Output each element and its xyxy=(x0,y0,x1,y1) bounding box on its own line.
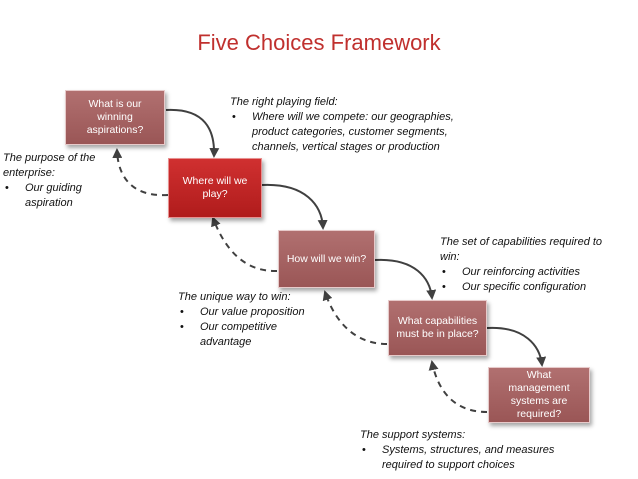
page-title: Five Choices Framework xyxy=(197,30,441,55)
note-bullet: Where will we compete: our geographies, … xyxy=(230,110,470,155)
note-bullet: Our value proposition xyxy=(178,305,348,320)
forward-arrow-4 xyxy=(486,326,547,367)
note-heading: The purpose of the enterprise: xyxy=(3,152,96,179)
note-playing-field: The right playing field: Where will we c… xyxy=(230,95,470,155)
feedback-arrow-1 xyxy=(112,148,169,197)
forward-arrow-3 xyxy=(374,258,437,300)
box-label: What is our winning aspirations? xyxy=(86,98,144,136)
note-capabilities: The set of capabilities required to win:… xyxy=(440,235,610,295)
note-heading: The support systems: xyxy=(360,429,466,441)
note-heading: The set of capabilities required to win: xyxy=(440,236,603,263)
box-management-systems: What management systems are required? xyxy=(488,367,590,423)
note-purpose: The purpose of the enterprise: Our guidi… xyxy=(3,151,108,211)
box-label: How will we win? xyxy=(286,252,367,265)
box-where-to-play: Where will we play? xyxy=(168,158,262,218)
note-support: The support systems: Systems, structures… xyxy=(360,428,575,473)
note-bullet: Systems, structures, and measures requir… xyxy=(360,443,575,473)
forward-arrow-1 xyxy=(165,108,220,158)
note-bullet: Our reinforcing activities xyxy=(440,265,610,280)
note-bullet: Our competitive advantage xyxy=(178,320,310,350)
box-how-to-win: How will we win? xyxy=(278,230,375,288)
note-bullet: Our guiding aspiration xyxy=(3,181,108,211)
box-label: What management systems are required? xyxy=(508,369,570,420)
box-capabilities: What capabilities must be in place? xyxy=(388,300,487,356)
feedback-arrow-4 xyxy=(428,360,488,413)
box-label: What capabilities must be in place? xyxy=(396,315,479,340)
feedback-arrow-2 xyxy=(211,216,278,273)
box-winning-aspirations: What is our winning aspirations? xyxy=(65,90,165,145)
box-label: Where will we play? xyxy=(182,175,248,200)
note-heading: The right playing field: xyxy=(230,96,338,108)
note-heading: The unique way to win: xyxy=(178,291,291,303)
feedback-arrow-3 xyxy=(322,290,388,345)
note-unique-way: The unique way to win: Our value proposi… xyxy=(178,290,348,350)
forward-arrow-2 xyxy=(261,183,328,230)
note-bullet: Our specific configuration xyxy=(440,280,610,295)
